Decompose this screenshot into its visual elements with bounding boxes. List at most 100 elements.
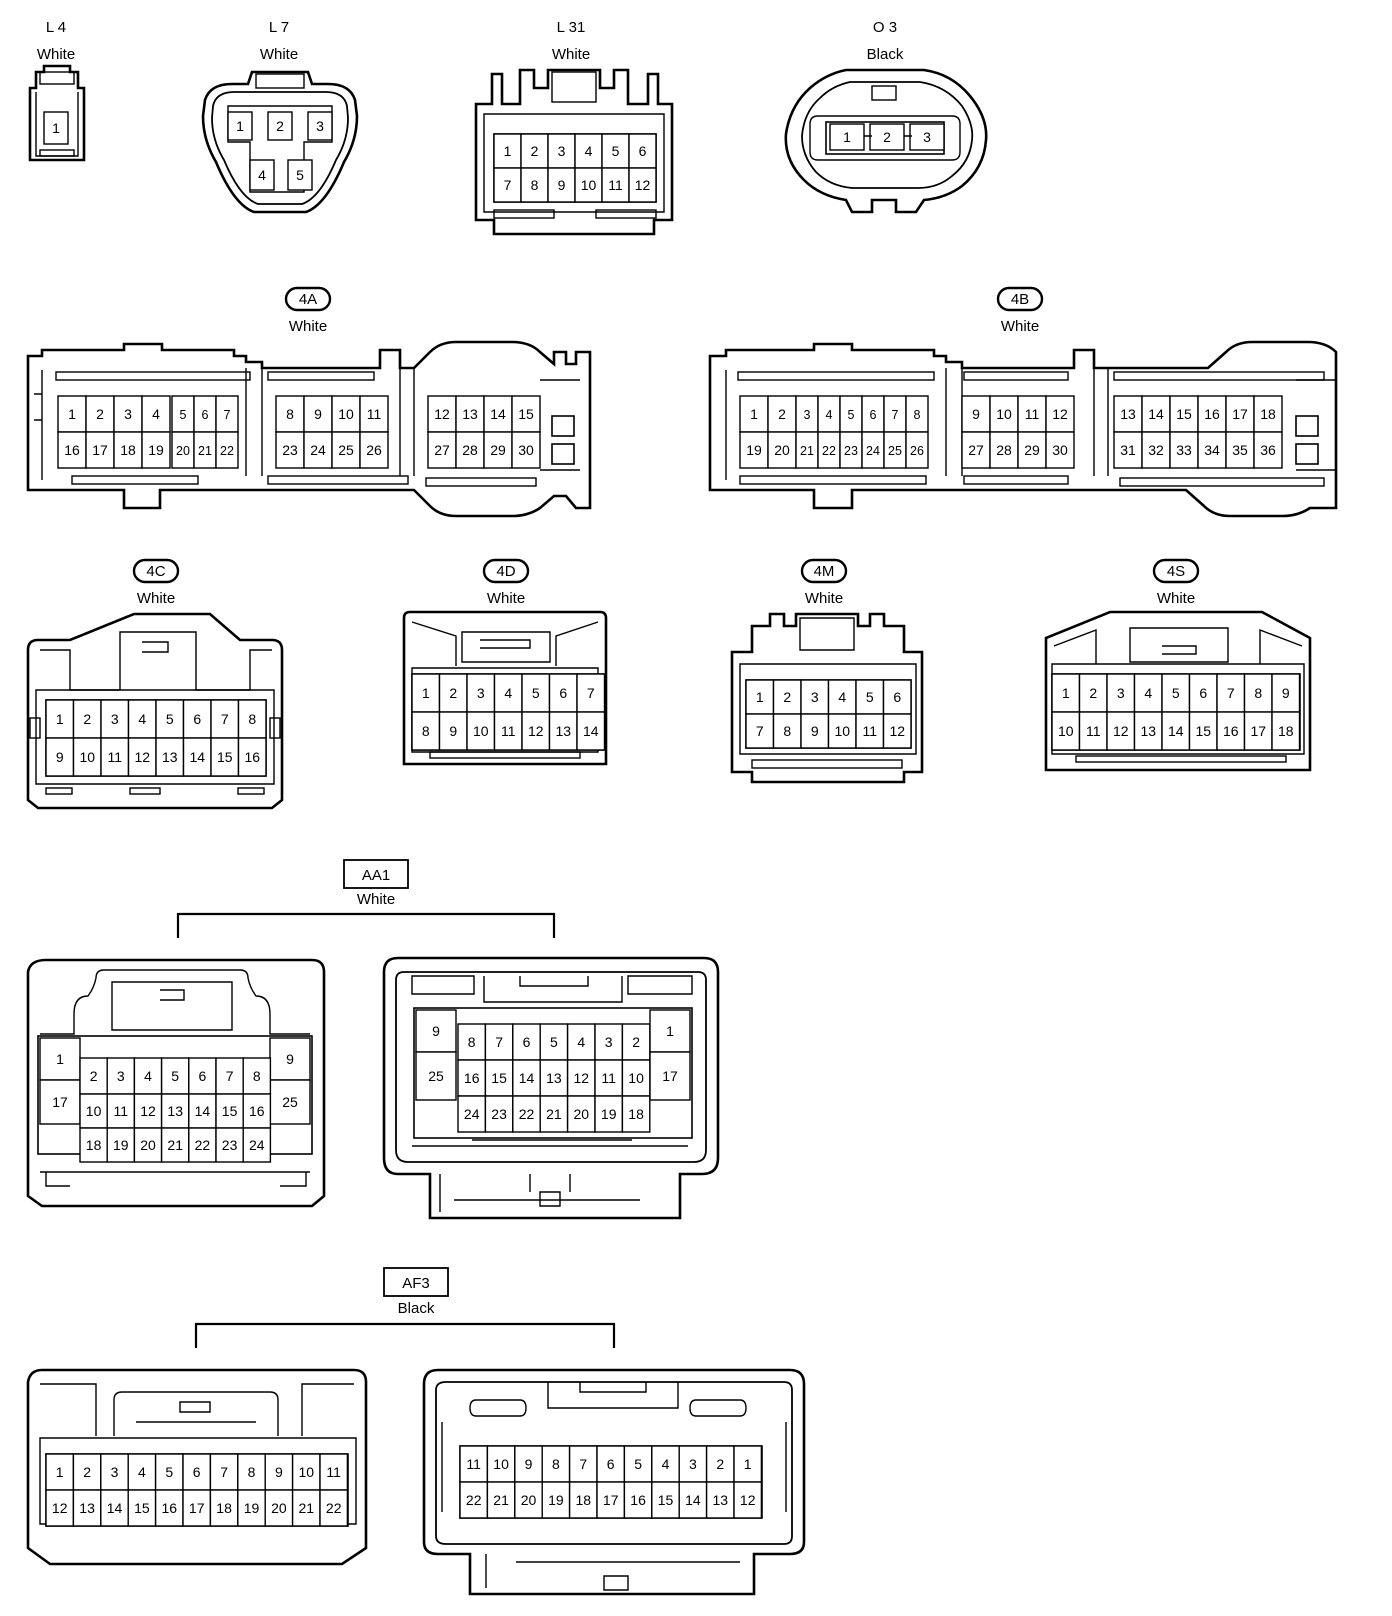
pin-number: 34 [1204,442,1220,458]
pin-number: 14 [189,749,205,765]
pin-number: 9 [56,749,64,765]
pin-number: 5 [165,1464,173,1480]
pin-number: 17 [92,442,108,458]
pin-cavity [319,1489,349,1527]
pin-number: 9 [1282,685,1290,701]
pin-number: 11 [601,1070,616,1086]
pin-number: 21 [800,444,814,458]
pin-cavity [651,1481,680,1519]
pin-cavity [678,1445,708,1483]
connector-code-badge [284,286,332,312]
pin-cavity [1017,431,1047,469]
pin-number: 8 [552,1456,560,1472]
pin-cavity [269,1079,311,1125]
pin-number: 5 [532,685,540,701]
pin-cavity [182,1453,212,1491]
pin-cavity [303,431,333,469]
pin-number: 11 [1025,406,1040,422]
connector-shell [201,70,359,214]
pin-cavity [1216,711,1246,751]
connector-code-label: 4D [496,563,515,580]
pin-number: 1 [56,1051,64,1067]
pin-number: 23 [222,1137,238,1153]
pin-number: 12 [434,406,450,422]
pin-number: 11 [367,406,382,422]
pin-number: 1 [666,1023,674,1039]
pin-cavity [457,1095,487,1133]
pin-number: 1 [236,118,244,134]
pin-number: 20 [574,1106,590,1122]
pin-number: 10 [338,406,354,422]
connector-color-label: White [805,590,843,607]
pin-number: 1 [756,689,764,705]
pin-cavity [307,111,333,141]
pin-number: 21 [198,444,212,458]
pin-number: 2 [783,689,791,705]
pin-number: 18 [120,442,136,458]
pin-number: 7 [220,1464,228,1480]
pin-number: 17 [189,1500,205,1516]
pin-number: 19 [244,1500,260,1516]
pin-cavity [594,1059,624,1097]
pin-number: 11 [1086,723,1101,739]
connector-color-label: White [260,46,298,63]
pin-number: 5 [1172,685,1180,701]
pin-number: 26 [910,444,924,458]
pin-number: 8 [468,1034,476,1050]
pin-number: 12 [52,1500,68,1516]
pin-cavity [1253,431,1283,469]
pin-cavity [160,1057,190,1095]
pin-cavity [1141,395,1171,433]
pin-number: 4 [585,143,593,159]
pin-number: 13 [79,1500,95,1516]
pin-number: 8 [783,723,791,739]
pin-cavity [548,673,578,713]
pin-cavity [242,1127,272,1163]
pin-number: 14 [1148,406,1164,422]
pin-number: 19 [148,442,164,458]
connector-color-label: White [289,318,327,335]
pin-number: 3 [124,406,132,422]
pin-cavity [1169,431,1199,469]
pin-number: 4 [577,1034,585,1050]
pin-number: 5 [171,1068,179,1084]
pin-cavity [484,1095,514,1133]
pin-cavity [596,1481,626,1519]
pin-number: 19 [601,1106,617,1122]
connector-code-badge [482,558,530,584]
pin-cavity [869,123,905,151]
pin-number: 1 [68,406,76,422]
pin-cavity [733,1445,763,1483]
pin-cavity [1045,431,1075,469]
pin-cavity [594,1095,624,1133]
pin-cavity [287,159,313,191]
pin-number: 25 [282,1094,298,1110]
pin-cavity [1051,711,1081,751]
pin-cavity [1161,673,1191,713]
pin-cavity [512,1023,541,1061]
pin-number: 2 [96,406,104,422]
pin-cavity [548,711,578,751]
pin-number: 7 [226,1068,234,1084]
pin-number: 2 [883,129,891,145]
pin-number: 7 [504,177,512,193]
pin-number: 16 [162,1500,178,1516]
pin-number: 29 [1024,442,1040,458]
pin-number: 6 [639,143,647,159]
pin-number: 5 [612,143,620,159]
pin-cavity [85,395,115,433]
connector-color-label: White [37,46,75,63]
pin-number: 11 [501,723,516,739]
pin-cavity [1271,711,1301,751]
pin-cavity [182,1489,212,1527]
